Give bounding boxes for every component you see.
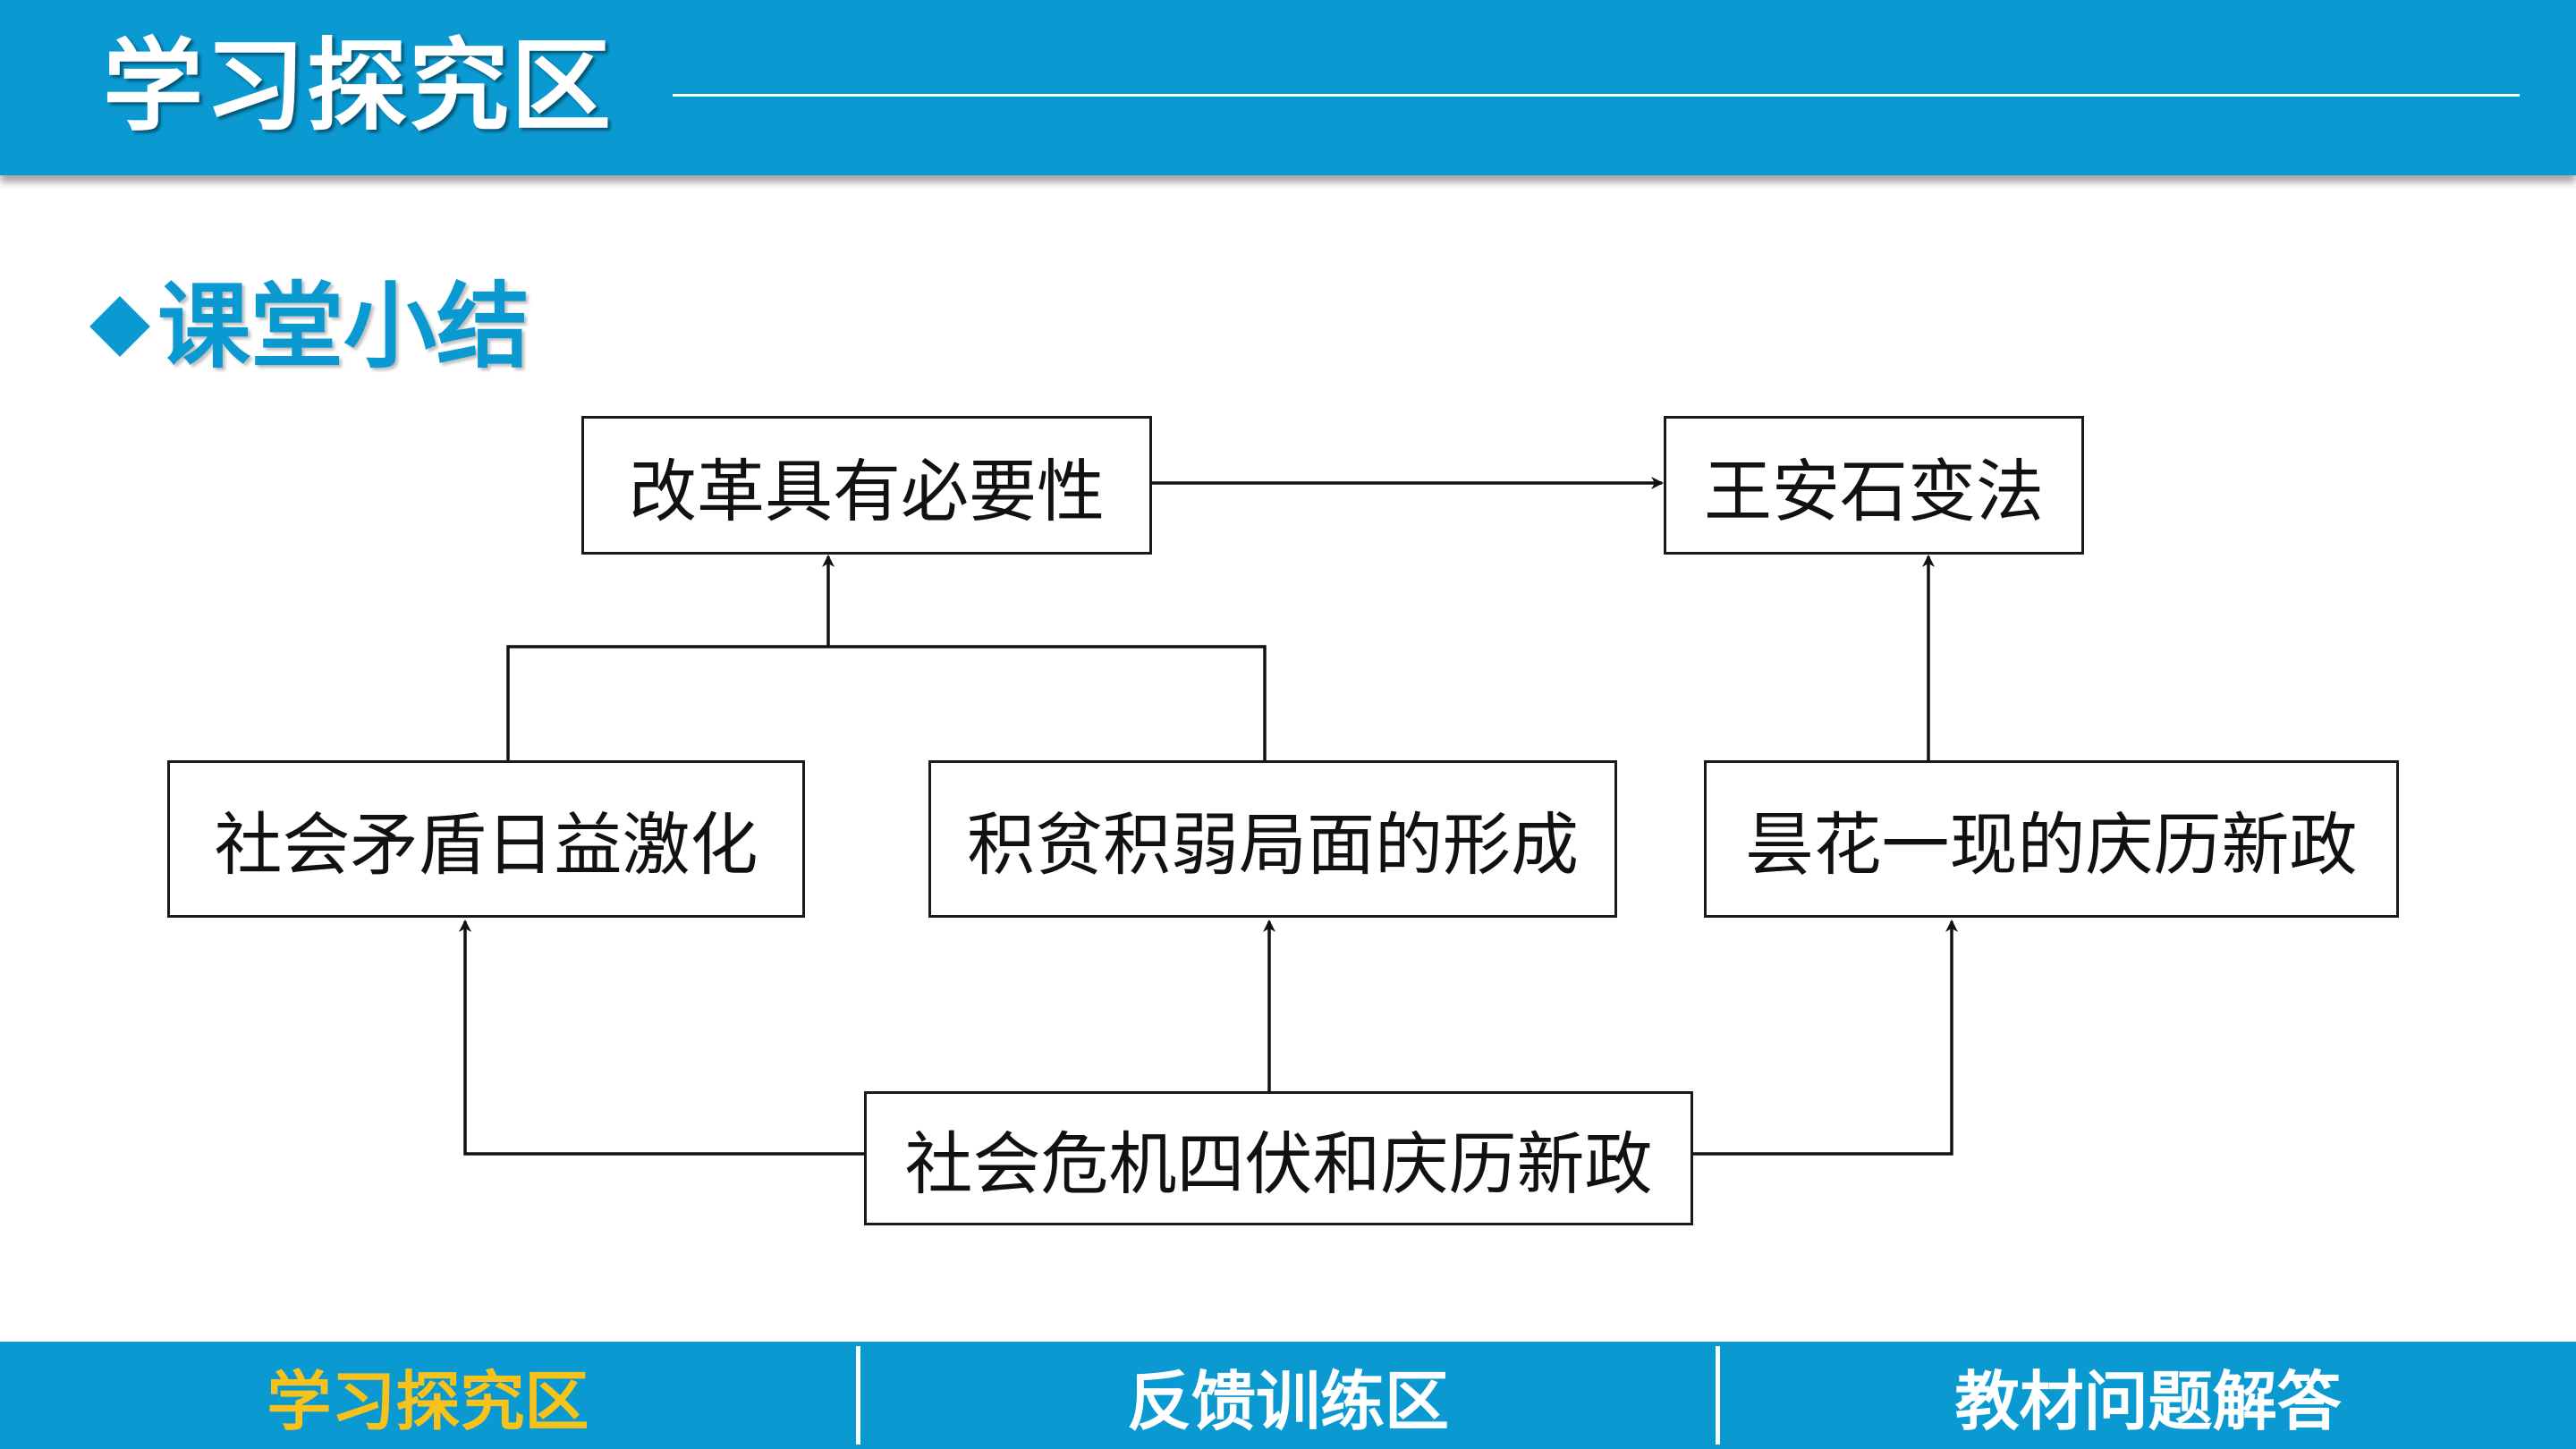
tab-study-explore[interactable]: 学习探究区	[267, 1363, 589, 1439]
footer-nav: 学习探究区 反馈训练区 教材问题解答	[0, 1342, 2576, 1449]
edge-social-conflict-to-junction	[506, 645, 828, 760]
tab-textbook-answers[interactable]: 教材问题解答	[1954, 1363, 2342, 1439]
node-social-crisis: 社会危机四伏和庆历新政	[864, 1091, 1693, 1225]
edge-crisis-to-social-conflict	[459, 919, 864, 1156]
header-bar: 学习探究区	[0, 0, 2576, 175]
header-title: 学习探究区	[103, 29, 613, 145]
tab-separator	[855, 1346, 860, 1445]
header-divider-line	[673, 94, 2520, 97]
node-qingli-brief: 昙花一现的庆历新政	[1704, 760, 2399, 918]
tab-separator	[1716, 1346, 1721, 1445]
node-wang-anshi-reform: 王安石变法	[1664, 416, 2084, 555]
node-reform-necessity: 改革具有必要性	[581, 416, 1152, 555]
section-heading-text: 课堂小结	[157, 272, 530, 381]
edge-crisis-to-qingli	[1693, 919, 1958, 1156]
node-poverty-weakness: 积贫积弱局面的形成	[928, 760, 1617, 918]
edge-poverty-weakness-to-junction	[828, 645, 1267, 760]
section-heading: 课堂小结	[89, 273, 530, 380]
node-social-conflict: 社会矛盾日益激化	[167, 760, 805, 918]
tab-feedback-training[interactable]: 反馈训练区	[1127, 1363, 1450, 1439]
